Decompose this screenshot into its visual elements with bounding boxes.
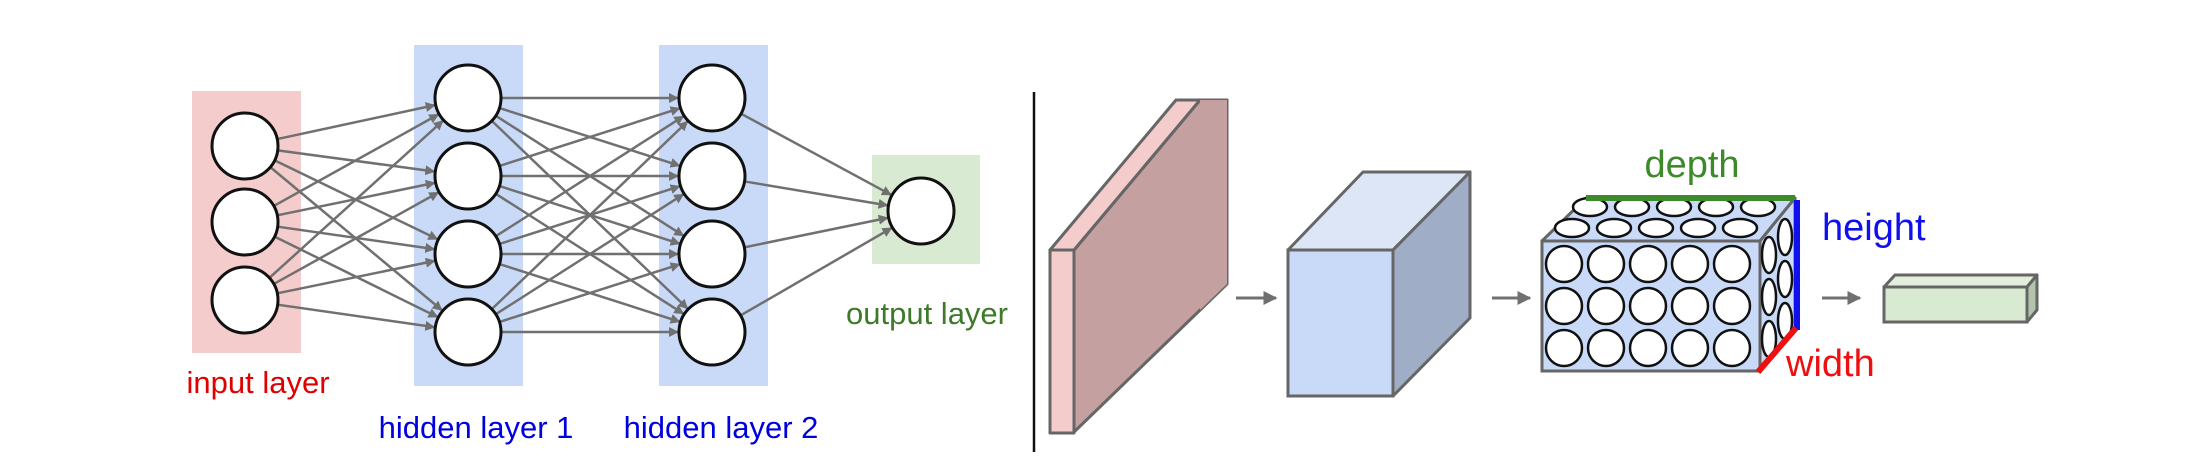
volume-neuron-top-1-4 [1721, 217, 1759, 239]
neuron-layer0-0 [210, 111, 280, 181]
volume-neuron-front-1-3 [1670, 286, 1710, 326]
volume-neuron-front-1-1 [1586, 286, 1626, 326]
output-volume-front [1882, 285, 2029, 324]
volume-neuron-front-0-2 [1628, 244, 1668, 284]
volume-neuron-front-0-3 [1670, 244, 1710, 284]
output-volume [1882, 273, 2039, 324]
volume-neuron-front-2-4 [1712, 328, 1752, 368]
depth-label: depth [1644, 144, 1739, 186]
volume-neuron-front-2-1 [1586, 328, 1626, 368]
neuron-layer3-0 [886, 176, 956, 246]
volume-neurons [1544, 196, 1794, 368]
input-volume-front [1048, 248, 1076, 435]
neuron-layer1-2 [433, 219, 503, 289]
volume-neuron-top-1-2 [1637, 217, 1675, 239]
connection-1-3-1 [495, 193, 685, 316]
volume-neuron-front-1-2 [1628, 286, 1668, 326]
input-volume-right-edge [1200, 100, 1227, 310]
connection-1-1-0 [499, 106, 681, 168]
volume-neuron-side-0-0 [1760, 235, 1778, 275]
connection-0-2-2 [277, 257, 436, 295]
output-volume-top [1882, 273, 2039, 289]
volume-neuron-front-2-2 [1628, 328, 1668, 368]
input-layer-label: input layer [186, 365, 329, 400]
conv-volume-front [1286, 248, 1395, 398]
volume-neuron-front-0-4 [1712, 244, 1752, 284]
volume-neuron-front-1-4 [1712, 286, 1752, 326]
connection-0-1-0 [273, 113, 440, 208]
connection-2-1-0 [744, 180, 889, 209]
input-volume [1048, 98, 1229, 435]
connection-0-2-0 [268, 119, 444, 279]
volume-neuron-front-0-0 [1544, 244, 1584, 284]
height-label: height [1822, 207, 1926, 249]
volume-neuron-top-1-1 [1595, 217, 1633, 239]
output-layer-label: output layer [846, 296, 1008, 331]
hidden-layer-1-label: hidden layer 1 [379, 410, 574, 445]
connection-2-3-0 [739, 226, 893, 317]
neuron-layer2-1 [677, 141, 747, 211]
neurons [210, 63, 956, 367]
volume-neuron-side-0-1 [1776, 217, 1794, 257]
conv-volume [1286, 170, 1472, 398]
volume-neuron-side-1-1 [1776, 259, 1794, 299]
neuron-layer2-2 [677, 219, 747, 289]
volume-neuron-front-0-1 [1586, 244, 1626, 284]
connection-1-3-0 [490, 120, 689, 311]
neuron-layer0-2 [210, 265, 280, 335]
connection-0-2-1 [273, 191, 440, 286]
width-edge [1755, 326, 1799, 374]
volume-neuron-front-2-0 [1544, 328, 1584, 368]
connection-0-2-3 [277, 303, 436, 331]
connection-1-3-2 [499, 262, 681, 324]
connection-2-2-0 [744, 214, 889, 249]
volume-neuron-top-1-0 [1553, 217, 1591, 239]
volume-neuron-side-1-0 [1760, 277, 1778, 317]
volume-neuron-front-2-3 [1670, 328, 1710, 368]
connection-0-0-0 [276, 102, 436, 141]
neuron-layer1-3 [433, 297, 503, 367]
neuron-volume: depth height width [1540, 144, 1926, 385]
volume-neuron-front-1-0 [1544, 286, 1584, 326]
neuron-layer2-0 [677, 63, 747, 133]
neuron-layer1-1 [433, 141, 503, 211]
convnet-volumes: depth height width [1048, 98, 2039, 435]
fully-connected-network: input layer hidden layer 1 hidden layer … [186, 45, 1008, 445]
connections [268, 93, 893, 337]
neuron-layer1-0 [433, 63, 503, 133]
connection-1-2-0 [495, 115, 685, 238]
hidden-layer-2-label: hidden layer 2 [624, 410, 819, 445]
width-label: width [1785, 343, 1875, 385]
connection-2-0-0 [740, 112, 892, 196]
neuron-layer2-3 [677, 297, 747, 367]
volume-neuron-top-1-3 [1679, 217, 1717, 239]
neuron-layer0-1 [210, 187, 280, 257]
